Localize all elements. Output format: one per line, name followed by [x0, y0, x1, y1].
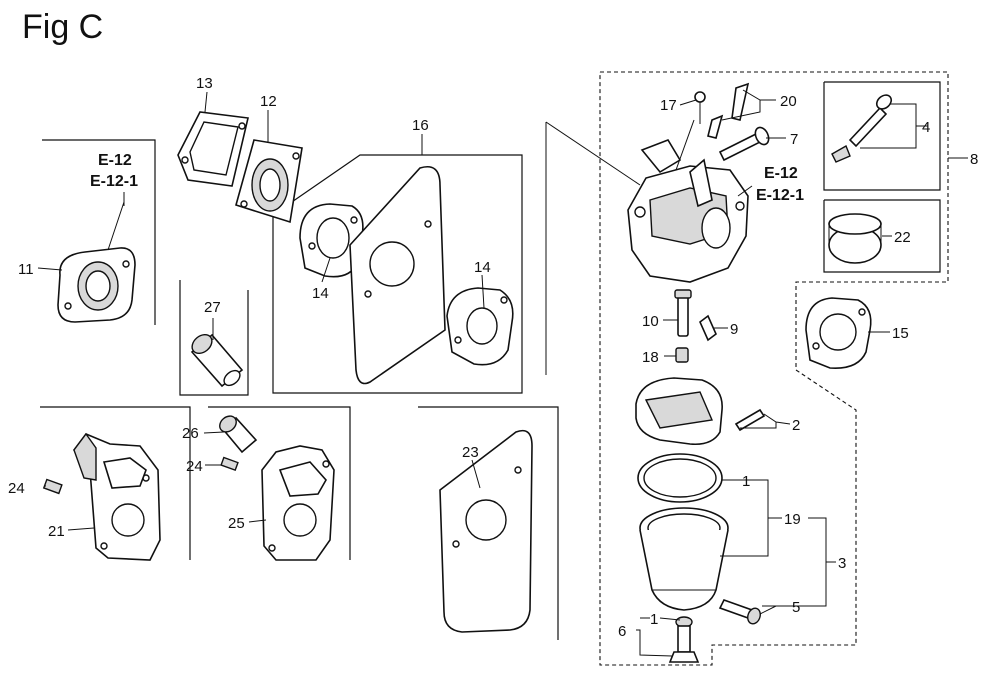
part-24-pin-right: [220, 456, 239, 472]
callout-10: 10: [642, 313, 659, 330]
frame-27: [179, 280, 249, 396]
frame-23: [418, 406, 559, 640]
float-chamber: [639, 507, 729, 611]
ref-label-e12-right: E-12: [764, 165, 798, 182]
callout-9: 9: [730, 321, 738, 338]
callout-15: 15: [892, 325, 909, 342]
callout-1-upper: 1: [742, 473, 750, 490]
part-14-gasket-left: [299, 203, 364, 278]
callout-3: 3: [838, 555, 846, 572]
part-26-bushing: [219, 415, 258, 454]
frame-11: [42, 139, 156, 325]
part-9-jet: [699, 314, 717, 342]
callout-13: 13: [196, 75, 213, 92]
ref-arrow-right: [737, 185, 753, 197]
part-6-bolt: [668, 616, 700, 663]
callout-4: 4: [922, 119, 930, 136]
part-2-pin: [734, 408, 766, 432]
callout-11: 11: [18, 261, 34, 278]
callout-24-left: 24: [8, 480, 25, 497]
figure-title: Fig C: [22, 8, 104, 46]
callout-19: 19: [784, 511, 801, 528]
callout-26: 26: [182, 425, 199, 442]
callout-5: 5: [792, 599, 800, 616]
ref-label-e12-left: E-12: [98, 152, 132, 169]
callout-23: 23: [462, 444, 479, 461]
callout-7: 7: [790, 131, 798, 148]
part-18-nozzle: [675, 347, 689, 363]
part-16-plate: [349, 166, 446, 385]
part-14-gasket-right: [446, 287, 514, 366]
callout-25: 25: [228, 515, 245, 532]
callout-1-lower: 1: [650, 611, 658, 628]
frame-22: [823, 199, 941, 273]
part-27-pipe: [190, 333, 244, 388]
ref-label-e12-1-left: E-12-1: [90, 173, 138, 190]
callout-21: 21: [48, 523, 65, 540]
part-13-gasket: [177, 111, 249, 187]
leader-lines: [37, 89, 968, 657]
float: [635, 377, 723, 446]
callout-20: 20: [780, 93, 797, 110]
part-24-pin-left: [42, 478, 63, 495]
part-21-body: [72, 432, 161, 561]
callout-16: 16: [412, 117, 429, 134]
callout-27: 27: [204, 299, 221, 316]
callout-14-right: 14: [474, 259, 491, 276]
part-17-screw: [694, 91, 706, 124]
part-10-jet: [674, 289, 692, 337]
part-4-screws: [831, 94, 893, 163]
part-15-gasket: [805, 297, 872, 369]
ref-label-e12-1-right: E-12-1: [756, 187, 804, 204]
callout-17: 17: [660, 97, 677, 114]
part-20-screws: [707, 82, 750, 139]
link-line-upper: [545, 121, 641, 186]
assembly-frame: [599, 71, 949, 666]
callout-14-left: 14: [312, 285, 329, 302]
part-7-screw: [718, 126, 770, 162]
frame-25: [208, 406, 351, 560]
callout-12: 12: [260, 93, 277, 110]
callout-24-right: 24: [186, 458, 203, 475]
frame-21: [40, 406, 191, 560]
callout-22: 22: [894, 229, 911, 246]
frame-4: [823, 81, 941, 191]
part-5-screw: [718, 599, 761, 625]
part-8-carburetor: [627, 119, 749, 283]
part-12-insulator: [235, 139, 303, 224]
callout-2: 2: [792, 417, 800, 434]
callout-18: 18: [642, 349, 659, 366]
callout-6: 6: [618, 623, 626, 640]
part-23-plate: [439, 429, 533, 633]
frame-16: [272, 154, 523, 394]
part-25-body: [261, 445, 335, 561]
callout-8: 8: [970, 151, 978, 168]
part-22-seal: [828, 213, 882, 264]
part-1-gasket-ring: [637, 453, 723, 503]
part-11-insulator: [57, 201, 136, 323]
